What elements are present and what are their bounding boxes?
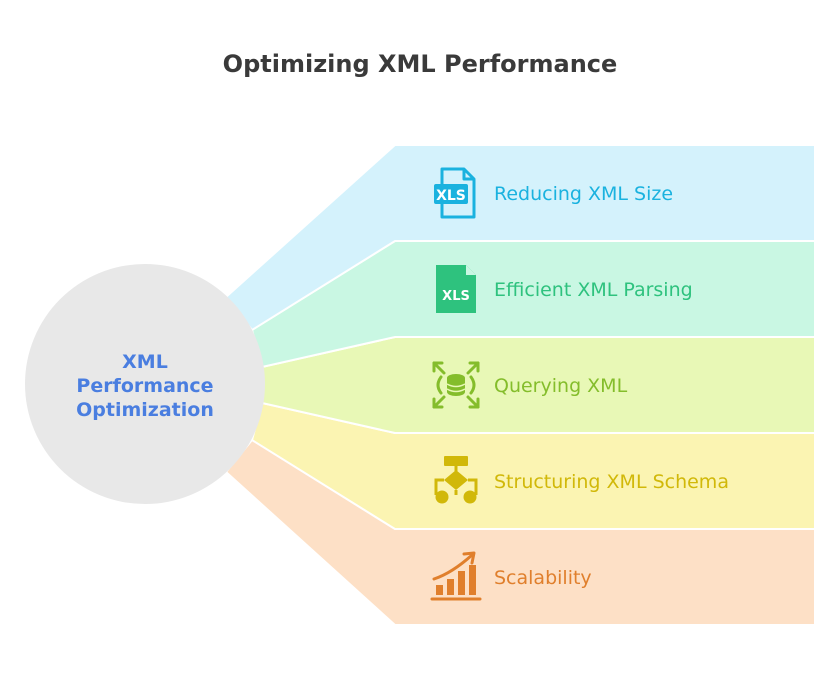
growth-chart-icon: [430, 551, 482, 601]
svg-text:XLS: XLS: [436, 188, 466, 204]
xls-sheet-icon: XLS: [436, 265, 476, 313]
database-expand-icon: [432, 361, 480, 409]
item-label-2: Efficient XML Parsing: [494, 279, 693, 301]
center-label-line: Optimization: [76, 399, 214, 421]
xls-file-icon: XLS: [434, 167, 476, 219]
item-label-3: Querying XML: [494, 375, 628, 397]
item-label-5: Scalability: [494, 567, 592, 589]
center-label-line: XML: [122, 351, 168, 373]
diagram-title: Optimizing XML Performance: [222, 50, 618, 78]
item-label-1: Reducing XML Size: [494, 183, 673, 205]
svg-text:XLS: XLS: [442, 289, 470, 304]
item-label-4: Structuring XML Schema: [494, 471, 729, 493]
center-circle: [25, 264, 265, 504]
hierarchy-icon: [434, 456, 478, 504]
center-label-line: Performance: [76, 375, 213, 397]
